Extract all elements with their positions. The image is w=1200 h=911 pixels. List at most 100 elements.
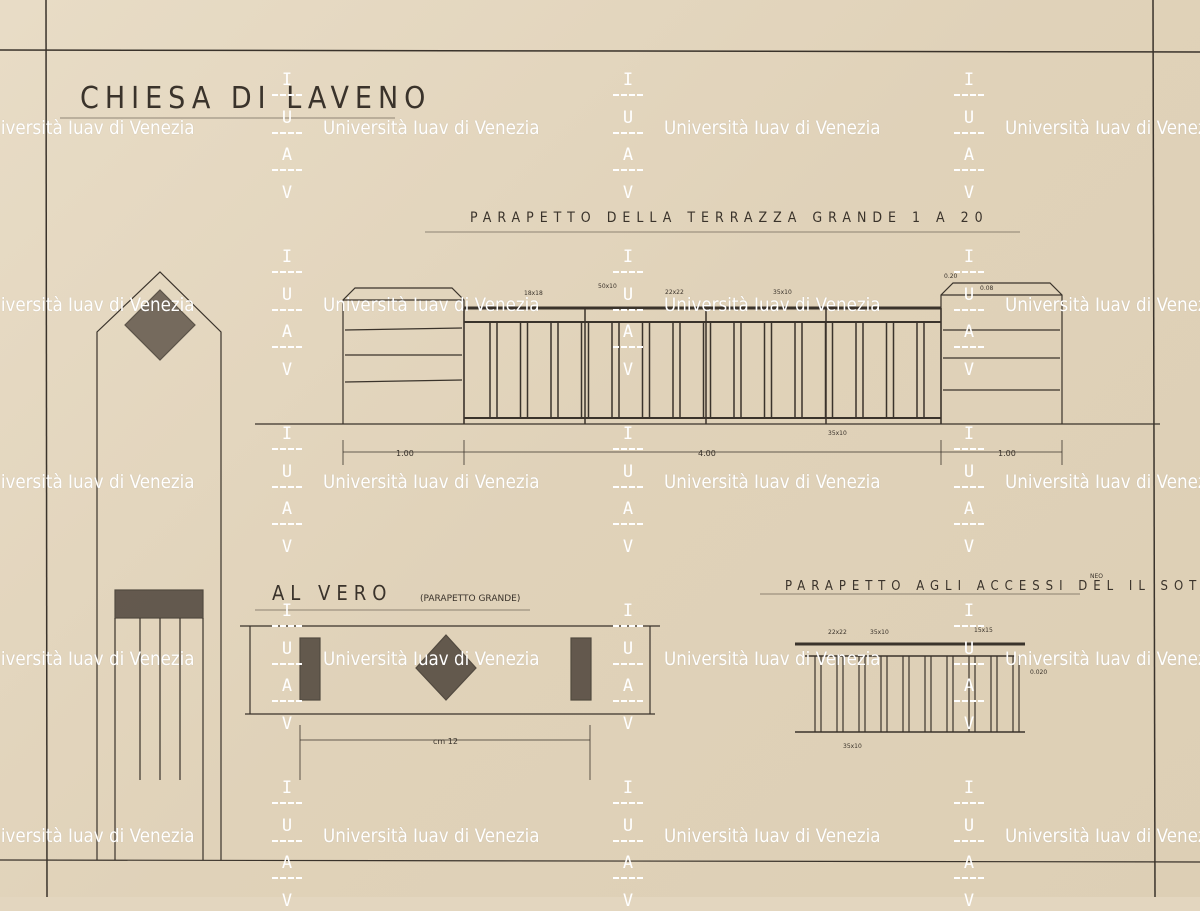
watermark-letter: A [281, 322, 293, 342]
watermark-letter: U [622, 284, 634, 305]
watermark-dash [613, 802, 643, 804]
watermark-dash [613, 308, 643, 311]
annotation: 0.020 [1030, 669, 1047, 676]
watermark-letter: U [622, 638, 634, 659]
watermark-letter: U [281, 815, 293, 836]
watermark-letter: I [281, 70, 293, 90]
watermark-letter: V [622, 890, 634, 911]
detail-elevation [240, 625, 660, 780]
detail-subtitle: (PARAPETTO GRANDE) [420, 594, 520, 604]
watermark-text: Università Iuav di Venezia [0, 117, 195, 139]
watermark-letter: U [281, 461, 293, 482]
watermark-dash [954, 308, 984, 311]
watermark-letter: V [281, 182, 293, 203]
watermark-letter: I [963, 424, 975, 444]
watermark-dash [613, 271, 643, 273]
watermark-dash [272, 169, 302, 171]
watermark-dash [954, 625, 984, 627]
main-section-title: PARAPETTO DELLA TERRAZZA GRANDE 1 A 20 [470, 210, 989, 226]
watermark-dash [272, 839, 302, 842]
watermark-dash [272, 802, 302, 804]
dim-top-width: 0.20 [944, 273, 958, 280]
watermark-dash [272, 662, 302, 665]
watermark-text: Università Iuav di Venezia [1005, 648, 1200, 670]
watermark-letter: U [963, 107, 975, 128]
watermark-text: Università Iuav di Venezia [0, 648, 195, 670]
watermark-dash [272, 700, 302, 702]
watermark-dash [272, 877, 302, 879]
dim-detail: cm 12 [433, 737, 458, 746]
watermark-letter: V [281, 359, 293, 380]
watermark-letter: V [963, 536, 975, 557]
watermark-letter: A [281, 676, 293, 696]
watermark-letter: U [281, 284, 293, 305]
watermark-dash [272, 94, 302, 96]
watermark-dash [613, 131, 643, 134]
annotation: 35x10 [828, 430, 847, 437]
watermark-dash [613, 877, 643, 879]
watermark-text: Università Iuav di Venezia [323, 471, 540, 493]
watermark-letter: I [281, 247, 293, 267]
watermark-dash [954, 662, 984, 665]
watermark-letter: U [281, 638, 293, 659]
watermark-letter: V [281, 890, 293, 911]
watermark-dash [954, 485, 984, 488]
watermark-letter: A [622, 322, 634, 342]
watermark-dash [954, 169, 984, 171]
watermark-letter: V [281, 713, 293, 734]
watermark-text: Università Iuav di Venezia [664, 294, 881, 316]
watermark-letter: U [622, 461, 634, 482]
watermark-dash [272, 271, 302, 273]
watermark-letter: A [622, 499, 634, 519]
annotation: 50x10 [598, 283, 617, 290]
watermark-text: Università Iuav di Venezia [664, 648, 881, 670]
watermark-dash [272, 625, 302, 627]
watermark-letter: A [622, 145, 634, 165]
watermark-letter: A [963, 499, 975, 519]
watermark-dash [272, 346, 302, 348]
watermark-letter: U [622, 107, 634, 128]
tower-elevation [96, 271, 222, 860]
watermark-letter: U [963, 284, 975, 305]
watermark-dash [272, 131, 302, 134]
watermark-letter: A [963, 145, 975, 165]
main-parapet-elevation [255, 282, 1160, 425]
annotation: 22x22 [665, 289, 684, 296]
watermark-letter: V [622, 713, 634, 734]
watermark-text: Università Iuav di Venezia [1005, 117, 1200, 139]
watermark-letter: A [963, 676, 975, 696]
watermark-text: Università Iuav di Venezia [664, 117, 881, 139]
watermark-letter: U [622, 815, 634, 836]
watermark-letter: I [622, 247, 634, 267]
watermark-letter: A [963, 322, 975, 342]
watermark-letter: U [963, 461, 975, 482]
watermark-letter: V [963, 713, 975, 734]
watermark-text: Università Iuav di Venezia [323, 648, 540, 670]
watermark-text: Università Iuav di Venezia [1005, 471, 1200, 493]
border-right [1152, 0, 1156, 898]
watermark-letter: A [622, 676, 634, 696]
watermark-dash [613, 839, 643, 842]
annotation: 15x15 [974, 627, 993, 634]
watermark-letter: I [963, 70, 975, 90]
watermark-dash [954, 94, 984, 96]
border-left [45, 0, 48, 898]
watermark-dash [272, 448, 302, 450]
watermark-letter: A [622, 853, 634, 873]
watermark-letter: I [622, 70, 634, 90]
detail-title: AL VERO [272, 581, 392, 605]
watermark-dash [954, 700, 984, 702]
small-parapet-elevation [795, 642, 1025, 733]
watermark-dash [613, 662, 643, 665]
main-dimension-line [342, 440, 1063, 465]
main-balusters [463, 308, 942, 424]
watermark-dash [954, 839, 984, 842]
watermark-letter: I [963, 601, 975, 621]
watermark-dash [613, 523, 643, 525]
watermark-dash [954, 877, 984, 879]
watermark-dash [613, 700, 643, 702]
watermark-dash [954, 271, 984, 273]
dim-top-height: 0.08 [980, 285, 994, 292]
dim-center: 4.00 [698, 449, 716, 458]
watermark-letter: V [622, 359, 634, 380]
